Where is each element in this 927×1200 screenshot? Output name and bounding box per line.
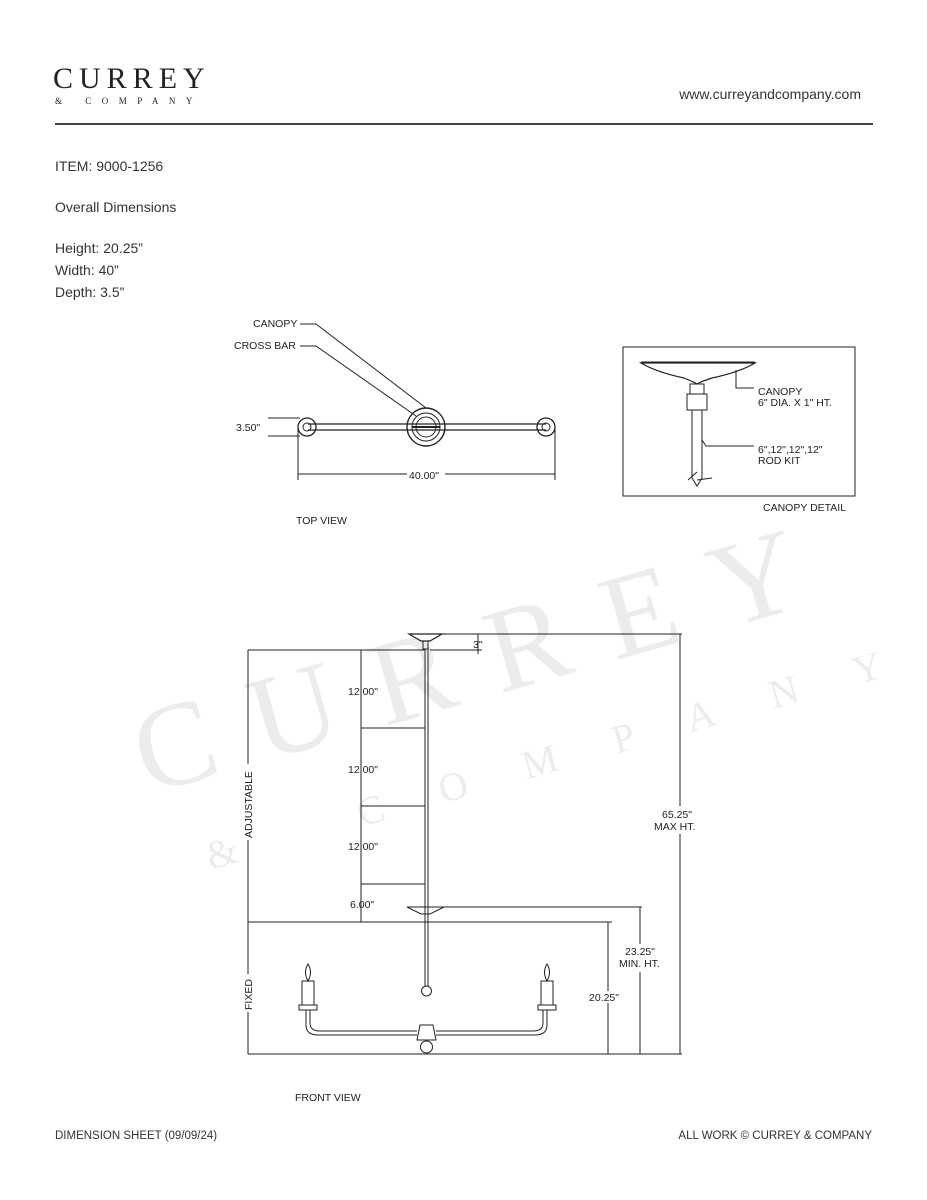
- section-title: Overall Dimensions: [55, 199, 177, 215]
- footer-right: ALL WORK © CURREY & COMPANY: [678, 1130, 872, 1142]
- header-divider: [55, 123, 873, 125]
- spec-depth: Depth: 3.5”: [55, 284, 125, 300]
- front-rod-dim-4: 6.00": [350, 899, 374, 911]
- canopy-detail: [622, 346, 856, 497]
- website-link[interactable]: www.curreyandcompany.com: [679, 86, 861, 102]
- top-view: [268, 323, 556, 480]
- front-view: [247, 633, 682, 1055]
- company-logo: CURREY: [53, 62, 211, 95]
- front-rod-dim-3: 12.00": [348, 841, 378, 853]
- detail-canopy-label: CANOPY: [758, 386, 802, 398]
- top-crossbar-label: CROSS BAR: [234, 340, 296, 352]
- top-depth-dim: 3.50": [236, 422, 260, 434]
- item-number: ITEM: 9000-1256: [55, 158, 164, 174]
- canopy-detail-caption: CANOPY DETAIL: [763, 502, 846, 514]
- detail-canopy-size: 6" DIA. X 1" HT.: [758, 397, 832, 409]
- spec-width: Width: 40”: [55, 262, 119, 278]
- front-rod-dim-1: 12.00": [348, 686, 378, 698]
- front-rod-dim-2: 12.00": [348, 764, 378, 776]
- top-width-dim: 40.00": [409, 470, 439, 482]
- top-view-caption: TOP VIEW: [296, 515, 347, 527]
- top-canopy-label: CANOPY: [253, 318, 297, 330]
- min-ht-label: MIN. HT.: [619, 958, 660, 970]
- fixed-label: FIXED: [243, 979, 255, 1010]
- front-view-caption: FRONT VIEW: [295, 1092, 361, 1104]
- max-ht-value: 65.25": [662, 809, 692, 821]
- footer-left: DIMENSION SHEET (09/09/24): [55, 1130, 218, 1142]
- front-canopy-dim: 3": [473, 639, 483, 651]
- spec-height: Height: 20.25”: [55, 240, 143, 256]
- adjustable-label: ADJUSTABLE: [243, 771, 255, 838]
- max-ht-label: MAX HT.: [654, 821, 695, 833]
- body-ht-dim: 20.25": [589, 992, 619, 1004]
- watermark: CURREY & COMPANY: [118, 491, 927, 878]
- company-logo-sub: & COMPANY: [55, 96, 203, 106]
- detail-rod-sizes: 6",12",12",12": [758, 444, 823, 456]
- detail-rod-label: ROD KIT: [758, 455, 801, 467]
- min-ht-value: 23.25": [625, 946, 655, 958]
